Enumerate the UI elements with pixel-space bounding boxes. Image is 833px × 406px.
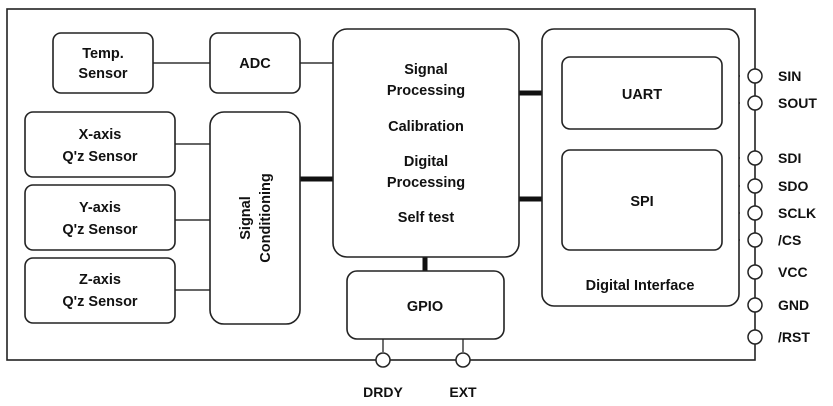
processor-block: Signal Processing Calibration Digital Pr…: [332, 28, 520, 258]
pin-drdy-circle: [375, 352, 391, 368]
pin-sdi-circle: [747, 150, 763, 166]
pin-vcc-circle: [747, 264, 763, 280]
signal-processing-label-1: Signal: [404, 62, 448, 78]
pin-gnd-circle: [747, 297, 763, 313]
spi-block: SPI: [561, 149, 723, 251]
pin-cs-label: /CS: [778, 232, 801, 248]
pin-gnd-label: GND: [778, 297, 809, 313]
pin-vcc-label: VCC: [778, 264, 808, 280]
pin-sin-circle: [747, 68, 763, 84]
temp-sensor-label-1: Temp.: [82, 46, 124, 62]
pin-sdo-label: SDO: [778, 178, 808, 194]
y-sensor-label-2: Q'z Sensor: [62, 222, 138, 238]
x-sensor-label-2: Q'z Sensor: [62, 149, 138, 165]
x-sensor-label-1: X-axis: [79, 127, 122, 143]
bottom-pins: DRDY EXT: [363, 352, 477, 400]
digital-interface-label: Digital Interface: [586, 278, 695, 294]
spi-label: SPI: [630, 194, 653, 210]
pin-sin-label: SIN: [778, 68, 801, 84]
calibration-label: Calibration: [388, 119, 464, 135]
signal-conditioning-label-1: Signal: [238, 196, 254, 240]
signal-conditioning-block: Signal Conditioning: [209, 111, 301, 325]
pin-ext-label: EXT: [449, 384, 477, 400]
pin-rst-circle: [747, 329, 763, 345]
pin-sdo-circle: [747, 178, 763, 194]
z-sensor-label-1: Z-axis: [79, 272, 121, 288]
pin-sout-label: SOUT: [778, 95, 817, 111]
adc-block: ADC: [209, 32, 301, 94]
temp-sensor-label-2: Sensor: [78, 66, 128, 82]
self-test-label: Self test: [398, 210, 455, 226]
signal-conditioning-label-2: Conditioning: [258, 173, 274, 262]
x-axis-sensor-block: X-axis Q'z Sensor: [24, 111, 176, 178]
y-axis-sensor-block: Y-axis Q'z Sensor: [24, 184, 176, 251]
right-pins: SIN SOUT SDI SDO SCLK /CS VCC GND /RST: [747, 68, 817, 345]
pin-rst-label: /RST: [778, 329, 810, 345]
digital-processing-label-2: Processing: [387, 175, 465, 191]
gpio-block: GPIO: [346, 270, 505, 340]
uart-label: UART: [622, 87, 662, 103]
pin-sclk-label: SCLK: [778, 205, 816, 221]
digital-processing-label-1: Digital: [404, 154, 448, 170]
z-sensor-label-2: Q'z Sensor: [62, 294, 138, 310]
pin-cs-circle: [747, 232, 763, 248]
pin-sclk-circle: [747, 205, 763, 221]
pin-drdy-label: DRDY: [363, 384, 403, 400]
signal-processing-label-2: Processing: [387, 83, 465, 99]
z-axis-sensor-block: Z-axis Q'z Sensor: [24, 257, 176, 324]
pin-sdi-label: SDI: [778, 150, 801, 166]
y-sensor-label-1: Y-axis: [79, 200, 121, 216]
pin-ext-circle: [455, 352, 471, 368]
temp-sensor-block: Temp. Sensor: [52, 32, 154, 94]
adc-label: ADC: [239, 56, 271, 72]
uart-block: UART: [561, 56, 723, 130]
gpio-label: GPIO: [407, 299, 443, 315]
pin-sout-circle: [747, 95, 763, 111]
